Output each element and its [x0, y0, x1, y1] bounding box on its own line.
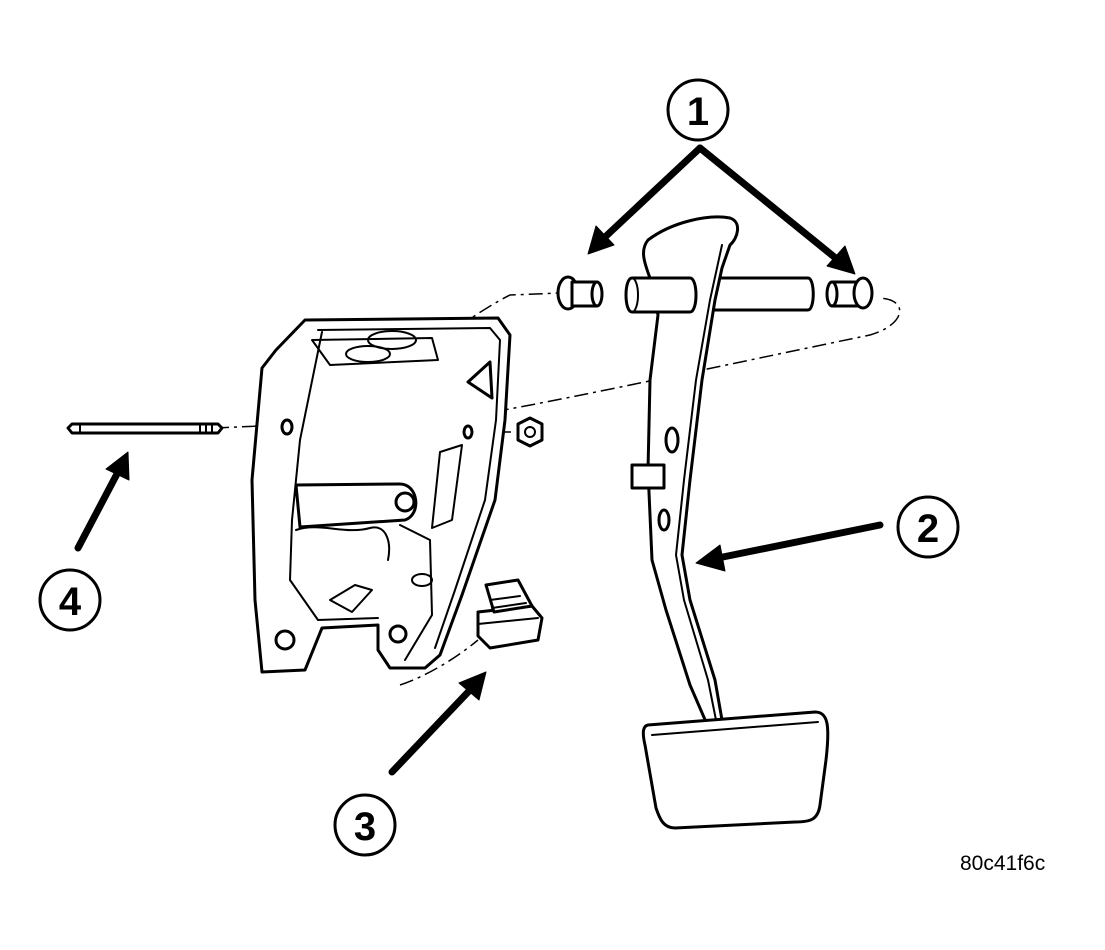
bracket-hole-upper [367, 330, 417, 350]
pedal-arm-hole-upper [664, 426, 680, 454]
bracket-hole-lower [345, 345, 391, 363]
pedal-pivot-tube-bore [625, 277, 639, 313]
pedal-support-bracket [250, 316, 512, 674]
pedal-arm-hole-lower [657, 508, 671, 532]
bracket-cross-hole [394, 491, 416, 513]
bushing-right-end [825, 280, 839, 308]
callout-2: 2 [896, 495, 960, 559]
pedal-arm-flange [675, 244, 723, 721]
pedal-pad-edge [651, 721, 819, 736]
pedal-pivot-tube-right [690, 276, 815, 312]
bracket-cross-member [294, 482, 418, 529]
bracket-top-cutout [311, 337, 439, 366]
switch-face-line [477, 617, 539, 625]
stop-lamp-switch [476, 578, 544, 650]
figure-id-label: 80c41f6c [960, 852, 1046, 875]
pivot-bushing-right [825, 276, 874, 310]
bracket-inner-flange [317, 327, 501, 649]
pivot-nut [516, 416, 544, 448]
bracket-inner-rib [289, 331, 379, 621]
pedal-switch-pad [630, 463, 666, 490]
pedal-arm [642, 215, 739, 724]
bushing-right-flange [852, 276, 874, 310]
pivot-bushing-left [556, 275, 604, 311]
pivot-nut-bore [524, 426, 536, 438]
guide-line-switch [399, 639, 479, 686]
callout-3: 3 [333, 793, 397, 857]
callout-3-circle [333, 793, 397, 857]
arrow-callout-2 [695, 521, 884, 572]
bracket-mount-hole-right [388, 624, 408, 644]
bushing-left-end [590, 280, 604, 308]
callout-2-circle [896, 495, 960, 559]
pivot-nut-hex [516, 416, 544, 448]
bracket-wave-edge [295, 526, 390, 561]
callout-1-circle [666, 78, 730, 142]
arrow-callout-1-left [587, 144, 704, 255]
bracket-slot [431, 444, 463, 529]
bracket-mount-hole-left [274, 629, 296, 651]
callout-1: 1 [666, 78, 730, 142]
callout-2-label: 2 [917, 507, 939, 551]
bracket-pivot-hole-right [462, 424, 474, 440]
pivot-shaft-thread [199, 423, 213, 434]
pivot-shaft-body [66, 422, 224, 435]
arrow-callout-1-right [696, 144, 856, 275]
callout-1-label: 1 [687, 90, 709, 134]
arrow-callout-4 [74, 451, 130, 552]
switch-body [476, 604, 544, 650]
pivot-shaft [66, 422, 224, 435]
callout-3-label: 3 [354, 805, 376, 849]
leader-arrows [74, 144, 884, 776]
bracket-pivot-hole-left [280, 418, 294, 436]
bracket-web-hole [411, 573, 433, 587]
callout-4-label: 4 [59, 580, 82, 624]
arrow-callout-3 [388, 671, 487, 776]
switch-ribs [489, 595, 527, 609]
callout-4-circle [38, 568, 102, 632]
bracket-triangle-hole [466, 360, 494, 400]
pedal-pad [641, 710, 830, 830]
bracket-tab [329, 584, 373, 613]
brake-pedal [624, 215, 830, 830]
callout-4: 4 [38, 568, 102, 632]
